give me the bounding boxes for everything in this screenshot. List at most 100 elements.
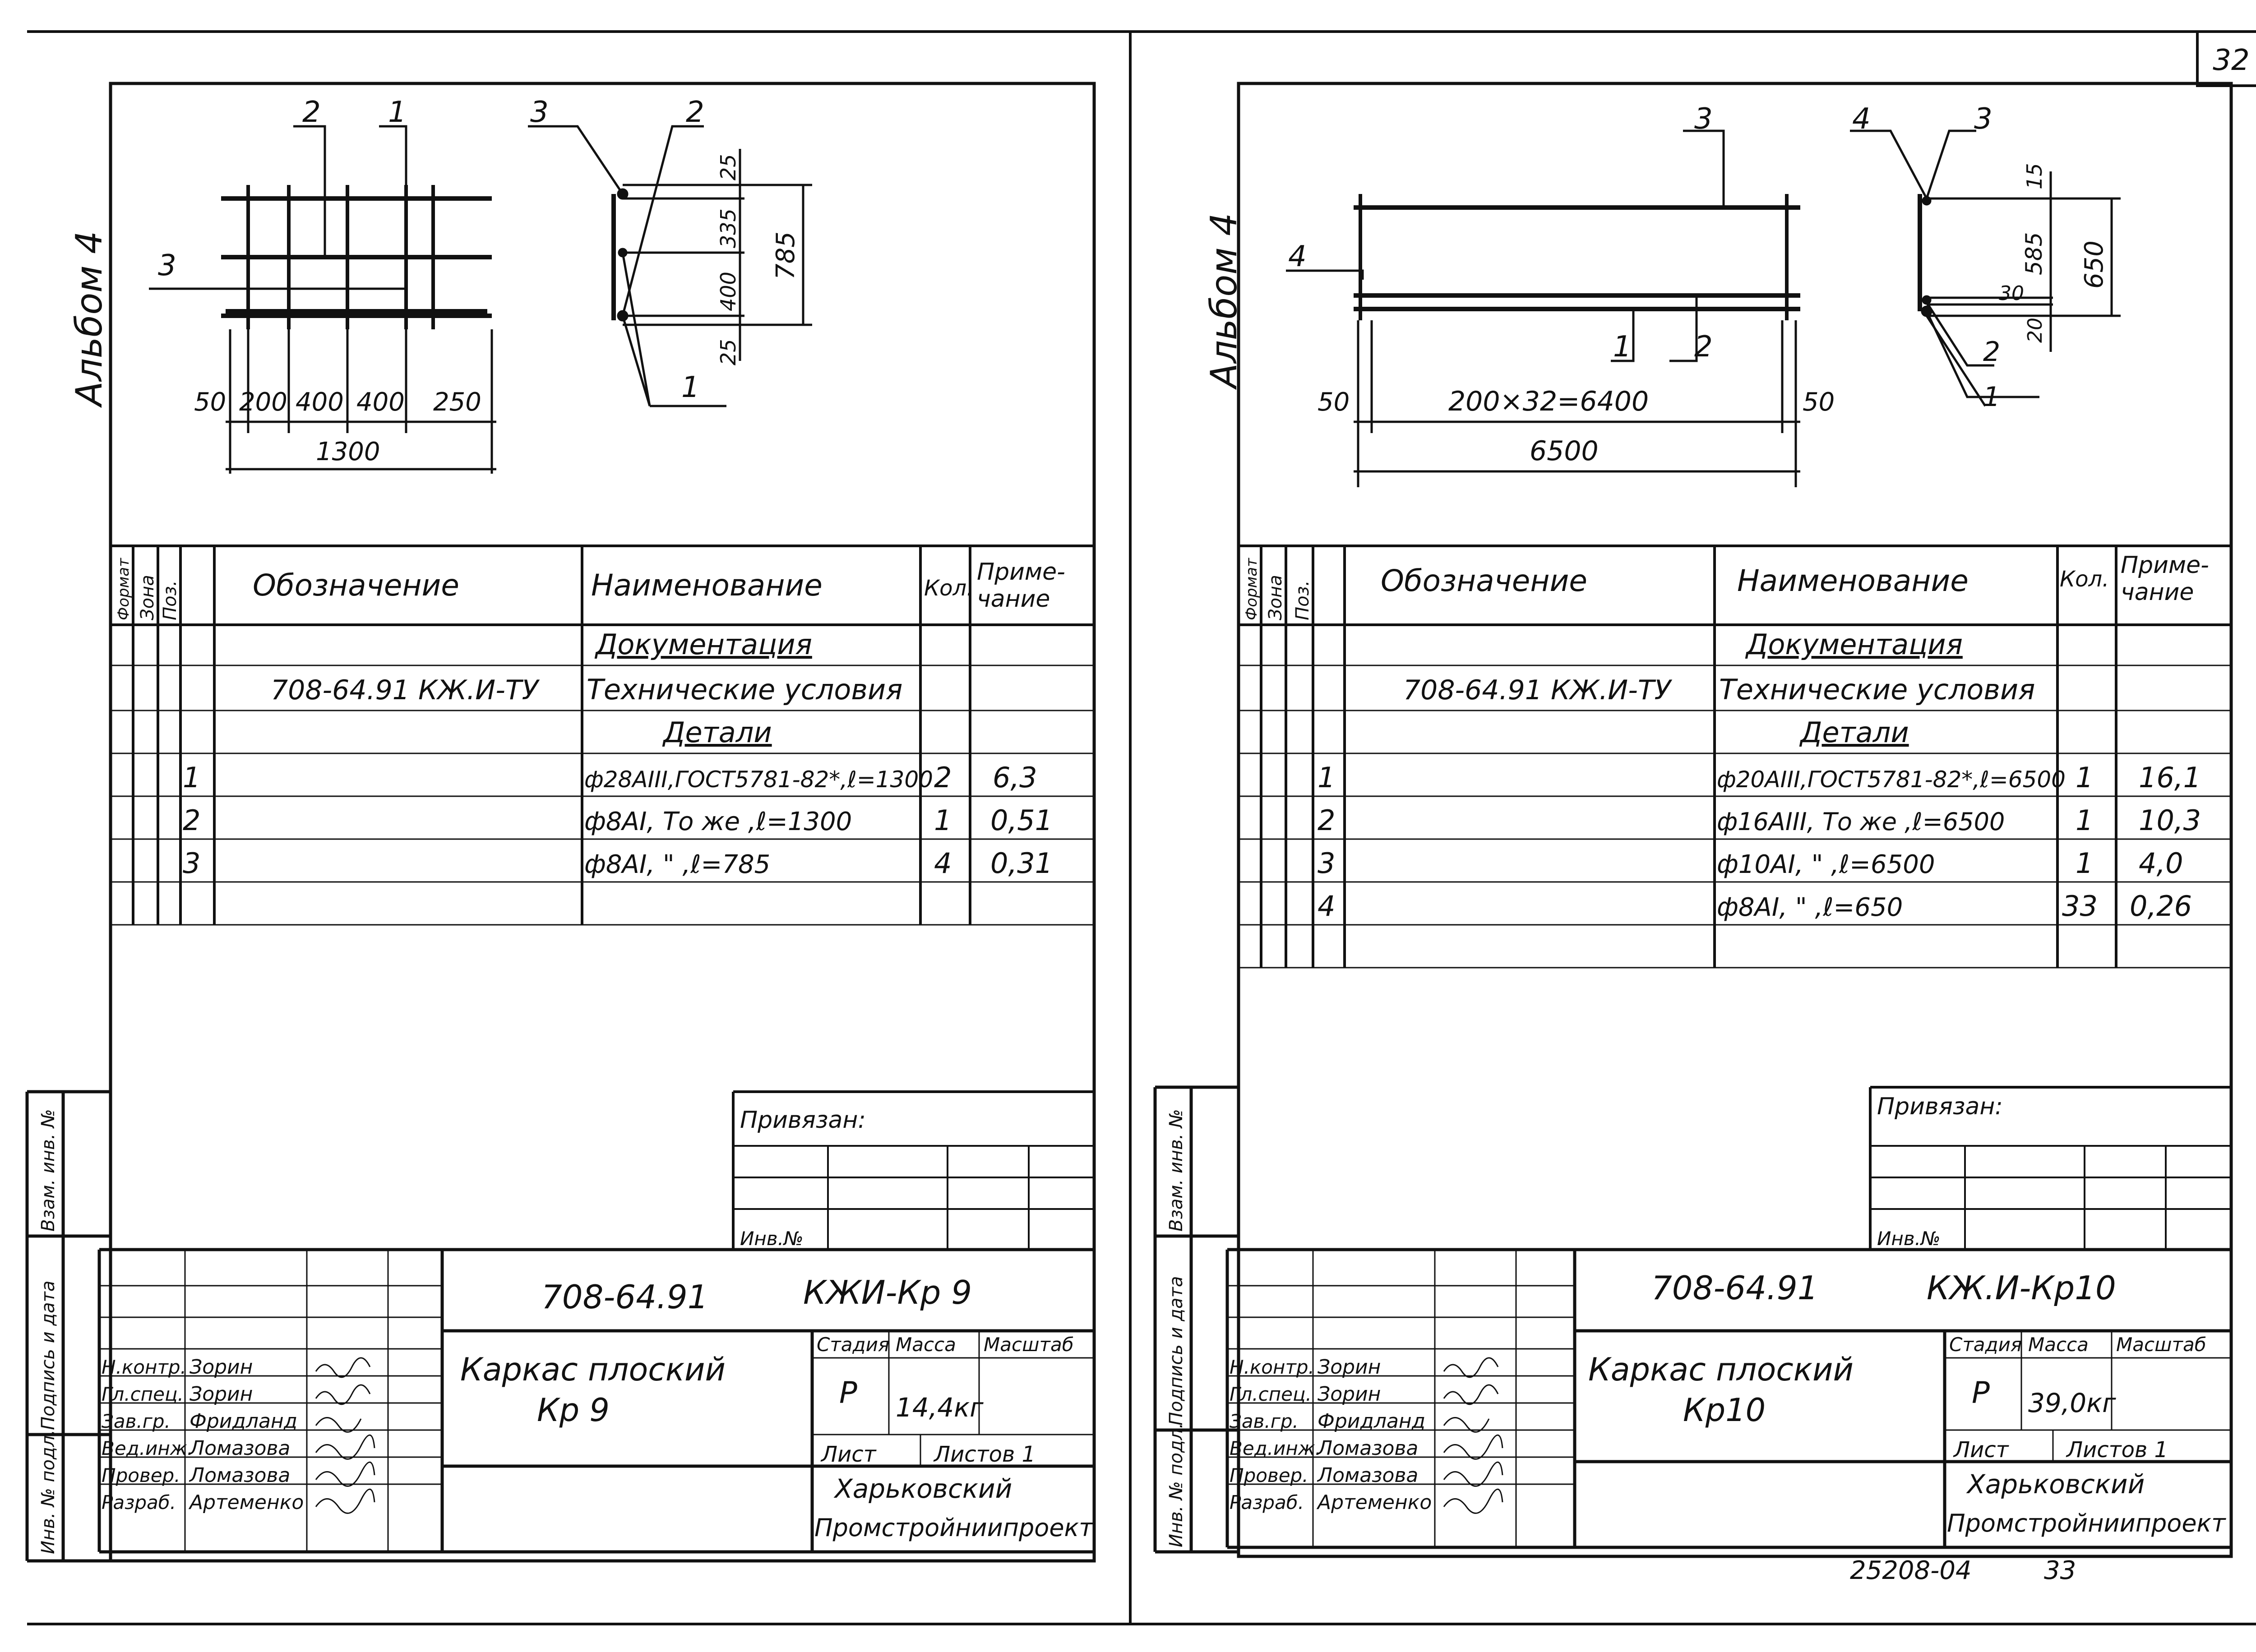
plan-label-3: 3 [158, 249, 176, 282]
album-label: Альбом 4 [1203, 213, 1245, 390]
section-label-1: 1 [681, 371, 700, 404]
th-designation: Обозначение [1381, 563, 1587, 598]
section-label-2: 2 [1983, 336, 2000, 368]
sign-name: Ломазова [1317, 1464, 1418, 1487]
row-qty: 4 [934, 847, 952, 880]
row-name: ф10АI, " ,ℓ=6500 [1717, 850, 1935, 879]
section-label-3: 3 [1974, 102, 1992, 136]
plan-label-4: 4 [1288, 240, 1307, 273]
th-note-1: Приме- [2121, 552, 2209, 579]
sign-role: Разраб. [1230, 1491, 1304, 1514]
frame-elevation-drawing [1286, 129, 1800, 487]
dim-200: 200 [239, 388, 287, 417]
sheets-label: Листов 1 [2066, 1437, 2168, 1463]
row-name: ф8АI, " ,ℓ=650 [1717, 893, 1903, 922]
scale-label: Масштаб [984, 1334, 1074, 1356]
page-frame [27, 30, 2256, 1625]
spec-table [1239, 545, 2231, 969]
th-format: Формат [115, 558, 133, 620]
sign-role: Н.контр. [1230, 1356, 1314, 1378]
signature-marks [315, 1357, 375, 1514]
sign-role: Разраб. [102, 1491, 176, 1514]
plan-label-1: 1 [1613, 330, 1632, 364]
section-label-2: 2 [686, 96, 704, 129]
table-row: 1 ф28АIII,ГОСТ5781-82*,ℓ=1300 2 6,3 [183, 761, 1037, 794]
side-label-podpis: Подпись и дата [1166, 1276, 1187, 1426]
th-qty: Кол. [2060, 567, 2109, 592]
dim-400a: 400 [296, 388, 344, 417]
inv-label: Инв.№ [1877, 1227, 1941, 1250]
table-row: 2 ф8АI, То же ,ℓ=1300 1 0,51 [183, 804, 1053, 837]
dim-400b: 400 [356, 388, 405, 417]
sign-name: Фридланд [1318, 1410, 1425, 1433]
section-dim-20: 20 [2024, 318, 2047, 343]
th-zone: Зона [1265, 575, 1286, 620]
stage-value: Р [1972, 1375, 1990, 1410]
dim-50: 50 [194, 388, 226, 417]
sign-role: Провер. [102, 1464, 180, 1486]
scale-label: Масштаб [2116, 1334, 2206, 1356]
row-qty: 33 [2062, 890, 2098, 923]
th-designation: Обозначение [253, 568, 459, 603]
frame-plan-drawing [149, 125, 496, 474]
row-pos: 1 [1318, 761, 1335, 794]
drawing-title-2: Кр 9 [537, 1392, 610, 1429]
sheet-kr9: Взам. инв. № Подпись и дата Инв. № подл.… [25, 82, 1096, 1563]
th-format: Формат [1243, 558, 1261, 620]
row-note: 0,51 [990, 804, 1053, 837]
stage-value: Р [839, 1375, 857, 1410]
doc-section: Документация [594, 628, 812, 661]
row-note: 16,1 [2139, 761, 2201, 794]
sheet-kr10: Взам. инв. № Подпись и дата Инв. № подл.… [1153, 82, 2233, 1558]
dim-1300: 1300 [316, 437, 380, 466]
sheet-label: Лист [1953, 1437, 2010, 1463]
mass-value: 39,0кг [2028, 1388, 2116, 1418]
frame-section-drawing [528, 125, 812, 407]
row-pos: 2 [1318, 804, 1335, 837]
stage-label: Стадия [1949, 1334, 2022, 1356]
sheet-label: Лист [820, 1442, 877, 1467]
sign-role: Зав.гр. [102, 1410, 171, 1432]
dim-50b: 50 [1803, 388, 1835, 417]
section-dim-335: 335 [716, 208, 740, 248]
sign-name: Зорин [190, 1356, 253, 1379]
sign-name: Зорин [1318, 1356, 1381, 1379]
project-code: 708-64.91 [541, 1278, 708, 1316]
sign-name: Фридланд [190, 1410, 297, 1433]
sign-role: Провер. [1230, 1464, 1308, 1486]
sign-name: Зорин [1318, 1383, 1381, 1406]
sign-name: Ломазова [189, 1437, 290, 1460]
project-code: 708-64.91 [1651, 1269, 1818, 1307]
section-dim-785: 785 [771, 231, 800, 280]
footer-page: 33 [2044, 1556, 2076, 1585]
dim-50a: 50 [1318, 388, 1350, 417]
org-line-2: Промстройниипроект [1947, 1509, 2226, 1537]
row-qty: 2 [934, 761, 952, 794]
section-dim-15: 15 [2022, 163, 2047, 189]
table-row: 2 ф16АIII, То же ,ℓ=6500 1 10,3 [1318, 804, 2201, 837]
table-row: 3 ф10АI, " ,ℓ=6500 1 4,0 [1318, 847, 2183, 880]
details-section: Детали [1799, 716, 1909, 749]
page-number: 32 [2213, 44, 2249, 77]
tu-name: Технические условия [587, 673, 902, 706]
tu-code: 708-64.91 КЖ.И-ТУ [271, 674, 540, 706]
section-dim-25b: 25 [716, 339, 740, 365]
th-pos: Поз. [160, 580, 180, 620]
row-pos: 4 [1318, 890, 1335, 923]
plan-label-3: 3 [1694, 102, 1713, 136]
th-name: Наименование [591, 568, 823, 603]
dim-250: 250 [433, 388, 481, 417]
title-block [1225, 1248, 2231, 1549]
th-note-2: чание [2121, 579, 2194, 606]
row-qty: 1 [2076, 804, 2093, 837]
th-pos: Поз. [1292, 580, 1313, 620]
album-label: Альбом 4 [68, 231, 110, 408]
row-pos: 1 [183, 761, 200, 794]
section-dim-25a: 25 [716, 154, 740, 180]
row-name: ф28АIII,ГОСТ5781-82*,ℓ=1300 [584, 766, 933, 793]
row-note: 10,3 [2139, 804, 2201, 837]
section-dim-400: 400 [716, 272, 740, 311]
row-name: ф8АI, " ,ℓ=785 [584, 850, 770, 879]
privyazan-label: Привязан: [1877, 1093, 2003, 1120]
